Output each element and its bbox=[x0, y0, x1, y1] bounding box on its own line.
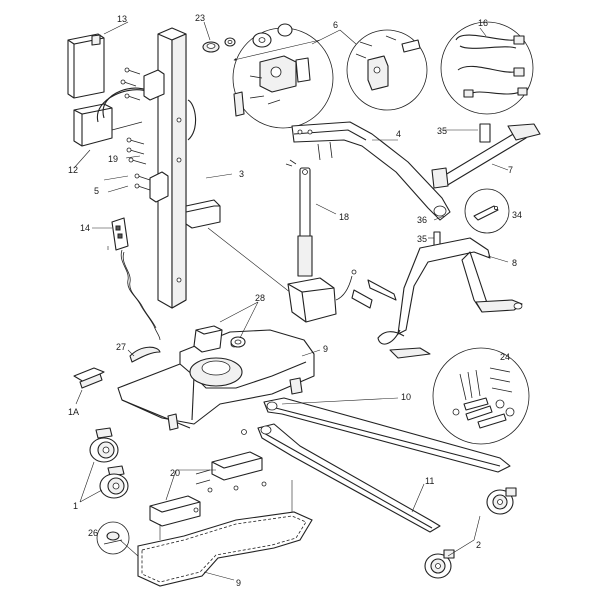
callout-4: 4 bbox=[396, 129, 401, 139]
callout-11: 11 bbox=[425, 476, 434, 486]
control-box bbox=[149, 451, 267, 527]
base-frame bbox=[117, 325, 315, 431]
callout-26: 26 bbox=[88, 528, 98, 538]
mast bbox=[143, 27, 221, 309]
callout-23: 23 bbox=[195, 13, 205, 23]
callout-13: 13 bbox=[117, 14, 127, 24]
callout-35b: 35 bbox=[417, 234, 427, 244]
callout-9b: 9 bbox=[236, 578, 241, 588]
callout-14: 14 bbox=[80, 223, 90, 233]
callout-36: 36 bbox=[417, 215, 427, 225]
leg-right bbox=[263, 397, 511, 473]
charger-cables-bubble bbox=[440, 21, 534, 115]
rear-casters bbox=[424, 487, 517, 579]
sling-hanger bbox=[351, 231, 523, 359]
callout-28: 28 bbox=[255, 293, 265, 303]
detail-bubble-6a bbox=[232, 23, 334, 129]
callout-6: 6 bbox=[333, 20, 338, 30]
hand-control bbox=[111, 217, 161, 341]
front-casters bbox=[89, 427, 129, 499]
callout-16: 16 bbox=[478, 18, 488, 28]
callout-10: 10 bbox=[401, 392, 411, 402]
callout-27: 27 bbox=[116, 342, 126, 352]
callout-34: 34 bbox=[512, 210, 522, 220]
callout-1a: 1A bbox=[68, 407, 79, 417]
base-cover-plate bbox=[119, 480, 313, 587]
callout-19: 19 bbox=[108, 154, 118, 164]
knob-assembly bbox=[202, 37, 236, 53]
callout-1: 1 bbox=[73, 501, 78, 511]
spreader-bar bbox=[431, 123, 541, 189]
caster-cap-detail bbox=[96, 521, 130, 555]
battery-holder bbox=[73, 87, 153, 147]
callout-7: 7 bbox=[508, 165, 513, 175]
brake-pedal bbox=[73, 367, 105, 389]
callout-20: 20 bbox=[170, 468, 180, 478]
callout-2: 2 bbox=[476, 540, 481, 550]
leader-lines bbox=[73, 21, 509, 581]
hardware-kit-bubble bbox=[432, 347, 530, 445]
leg-left bbox=[241, 423, 441, 533]
actuator bbox=[285, 159, 357, 323]
boom bbox=[291, 121, 451, 221]
callout-3: 3 bbox=[239, 169, 244, 179]
callout-9a: 9 bbox=[323, 344, 328, 354]
clip bbox=[129, 346, 161, 363]
battery-pack bbox=[67, 33, 105, 99]
callout-24: 24 bbox=[500, 352, 510, 362]
callout-labels: 13 23 6 16 4 35 7 3 12 19 5 14 18 36 34 … bbox=[68, 13, 522, 588]
mast-socket-parts bbox=[230, 336, 246, 348]
pin-detail-bubble bbox=[464, 188, 510, 234]
detail-bubble-6b bbox=[346, 29, 428, 111]
callout-18: 18 bbox=[339, 212, 349, 222]
callout-12: 12 bbox=[68, 165, 78, 175]
screw-set-battery bbox=[120, 67, 151, 191]
callout-35a: 35 bbox=[437, 126, 447, 136]
callout-8: 8 bbox=[512, 258, 517, 268]
callout-5: 5 bbox=[94, 186, 99, 196]
